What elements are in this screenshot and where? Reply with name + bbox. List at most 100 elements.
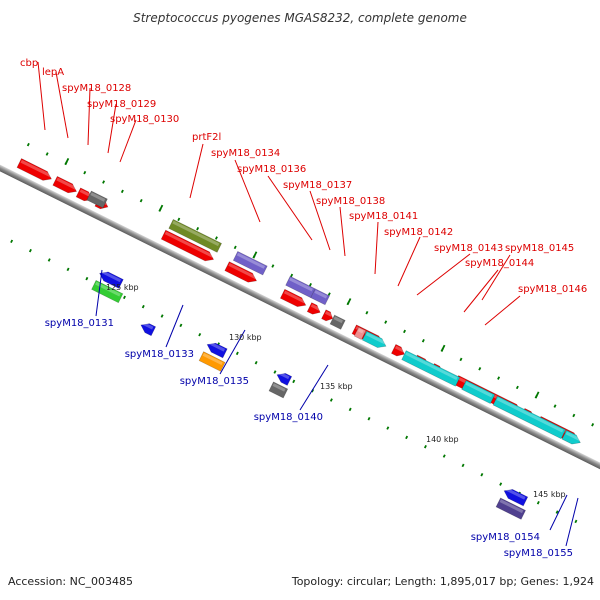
reverse-gene-label: spyM18_0155: [504, 548, 573, 559]
forward-gene-label: spyM18_0144: [465, 258, 534, 269]
forward-gene-box: [353, 326, 367, 340]
scale-label: 135 kbp: [320, 382, 353, 391]
tick-mark: [591, 423, 595, 427]
reverse-gene-box: [495, 497, 526, 520]
tick-mark: [440, 344, 446, 352]
tick-mark: [480, 472, 484, 477]
tick-mark: [214, 236, 218, 240]
tick-mark: [254, 360, 258, 365]
tick-mark: [66, 267, 70, 272]
tick-mark: [405, 435, 409, 440]
tick-mark: [85, 276, 89, 281]
tick-mark: [198, 332, 202, 337]
tick-mark: [177, 217, 181, 222]
genome-backbone: [0, 160, 600, 478]
tick-mark: [459, 357, 463, 362]
reverse-gene-arrow: [503, 487, 529, 507]
reverse-gene-box: [198, 351, 226, 372]
tick-mark: [102, 180, 106, 184]
reverse-gene-arrow: [206, 341, 228, 359]
genome-summary-text: Topology: circular; Length: 1,895,017 bp…: [291, 575, 594, 588]
reverse-gene-arrow: [140, 321, 157, 337]
reverse-gene-label: spyM18_0133: [125, 349, 194, 360]
forward-gene-box: [86, 190, 108, 209]
scale-label: 140 kbp: [426, 435, 459, 444]
tick-mark: [45, 152, 49, 156]
forward-gene-box: [461, 380, 496, 405]
forward-gene-label: spyM18_0143: [434, 243, 503, 254]
reverse-leader-line: [299, 364, 329, 411]
tick-mark: [235, 351, 239, 356]
forward-leader-line: [397, 236, 421, 287]
tick-mark: [26, 142, 30, 147]
forward-leader-line: [234, 159, 261, 223]
tick-mark: [574, 519, 578, 524]
tick-mark: [384, 320, 388, 324]
reverse-gene-box: [268, 381, 289, 399]
forward-gene-arrow: [361, 330, 387, 348]
forward-gene-label: spyM18_0137: [283, 180, 352, 191]
forward-gene-label: spyM18_0130: [110, 114, 179, 125]
forward-leader-line: [309, 190, 331, 251]
reverse-leader-line: [95, 269, 103, 317]
forward-gene-label: prtF2l: [192, 132, 221, 143]
tick-mark: [158, 204, 164, 212]
scale-label: 130 kbp: [229, 333, 262, 342]
forward-leader-line: [37, 61, 46, 131]
tick-mark: [252, 251, 258, 259]
forward-leader-line: [416, 253, 471, 296]
reverse-gene-arrow: [99, 270, 124, 289]
forward-leader-line: [189, 143, 204, 199]
tick-mark: [47, 258, 51, 262]
forward-gene-arrow: [561, 429, 581, 445]
tick-mark: [83, 170, 87, 175]
reverse-leader-line: [565, 497, 579, 547]
tick-mark: [403, 329, 407, 334]
tick-mark: [499, 482, 503, 486]
forward-gene-arrow: [306, 302, 321, 315]
reverse-gene-label: spyM18_0135: [180, 376, 249, 387]
reverse-leader-line: [549, 494, 568, 531]
forward-gene-box: [401, 350, 461, 387]
forward-leader-line: [119, 119, 137, 163]
forward-gene-label: spyM18_0136: [237, 164, 306, 175]
reverse-gene-arrow: [276, 371, 293, 386]
forward-gene-box: [492, 395, 566, 440]
tick-marks: [10, 142, 595, 524]
tick-mark: [141, 304, 145, 309]
forward-leader-line: [481, 254, 511, 301]
tick-mark: [367, 416, 371, 421]
forward-gene-arrow: [279, 288, 307, 307]
reverse-leader-line: [219, 329, 246, 375]
tick-mark: [273, 370, 277, 374]
scale-label: 125 kbp: [106, 283, 139, 292]
tick-mark: [123, 295, 126, 300]
tick-mark: [196, 226, 200, 231]
forward-gene-label: spyM18_0141: [349, 211, 418, 222]
map-title: Streptococcus pyogenes MGAS8232, complet…: [133, 11, 467, 25]
accession-text: Accession: NC_003485: [8, 575, 133, 588]
tick-mark: [348, 407, 352, 412]
tick-mark: [10, 239, 14, 244]
tick-mark: [478, 367, 482, 371]
forward-gene-label: spyM18_0128: [62, 83, 131, 94]
tick-mark: [327, 292, 331, 296]
forward-gene-label: lepA: [42, 67, 64, 78]
forward-leader-line: [107, 103, 117, 154]
forward-gene-arrow: [321, 309, 334, 322]
forward-gene-box: [168, 218, 222, 253]
tick-mark: [346, 298, 352, 306]
tick-mark: [309, 282, 312, 287]
forward-gene-arrow: [52, 175, 78, 194]
forward-gene-label: spyM18_0145: [505, 243, 574, 254]
forward-gene-label: spyM18_0146: [518, 284, 587, 295]
tick-mark: [28, 248, 32, 253]
forward-gene-box: [310, 288, 330, 306]
tick-mark: [534, 391, 540, 399]
forward-gene-label: spyM18_0138: [316, 196, 385, 207]
tick-mark: [553, 404, 557, 408]
tick-mark: [179, 323, 183, 328]
tick-mark: [290, 273, 294, 278]
